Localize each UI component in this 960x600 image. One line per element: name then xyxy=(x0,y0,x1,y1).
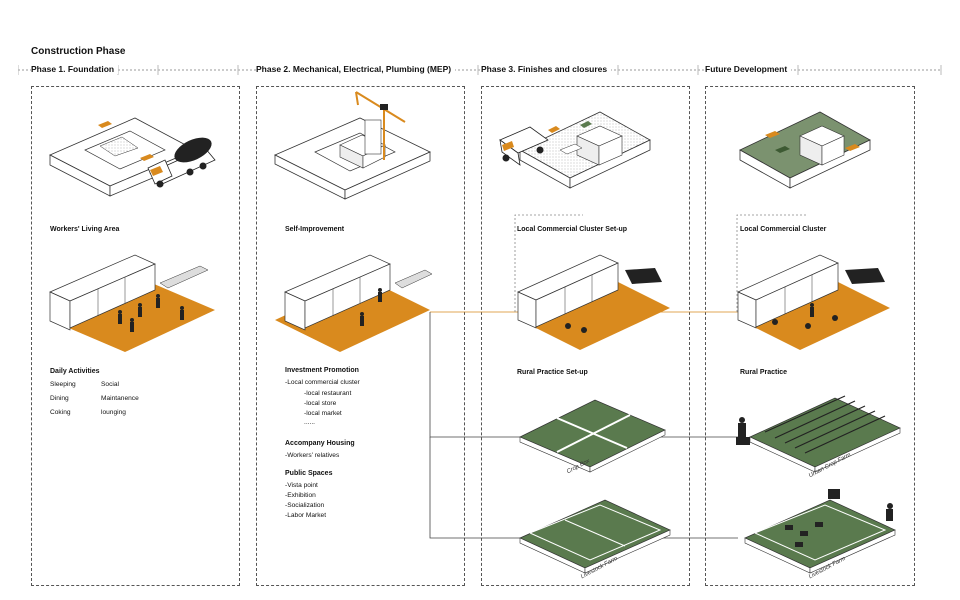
future-platform xyxy=(739,111,871,189)
crop-box-farm xyxy=(519,399,666,473)
public-item-1: -Vista point xyxy=(285,482,318,489)
investment-item-1: -local restaurant xyxy=(304,390,352,397)
public-item-4: -Labor Market xyxy=(285,512,327,519)
public-spaces-heading: Public Spaces xyxy=(285,470,333,477)
commercial-cluster-module xyxy=(737,254,890,350)
phase-2-column xyxy=(256,86,465,586)
commercial-setup-module xyxy=(517,254,670,350)
rural-practice-heading: Rural Practice xyxy=(740,369,788,376)
phase-1-label: Phase 1. Foundation xyxy=(31,64,119,74)
phase-1-column xyxy=(31,86,240,586)
rural-practice-setup-heading: Rural Practice Set-up xyxy=(517,369,588,376)
foundation-platform xyxy=(49,117,196,197)
tower-crane xyxy=(355,91,406,160)
page-title: Construction Phase xyxy=(31,46,126,57)
urban-crop-farm xyxy=(736,395,901,473)
housing-item-1: -Workers' relatives xyxy=(285,452,340,459)
daily-right-1: Social xyxy=(101,381,119,388)
self-improvement-module xyxy=(275,254,433,352)
concrete-truck xyxy=(147,137,216,188)
investment-item-4: ...... xyxy=(304,419,315,426)
daily-left-1: Sleeping xyxy=(50,381,76,388)
daily-right-3: lounging xyxy=(101,409,126,416)
future-development-label: Future Development xyxy=(705,64,792,74)
workers-living-area-heading: Workers' Living Area xyxy=(50,226,120,233)
self-improvement-heading: Self-Improvement xyxy=(285,226,345,233)
investment-item-3: -local market xyxy=(304,410,342,417)
phase-3-label: Phase 3. Finishes and closures xyxy=(481,64,612,74)
daily-right-2: Maintanence xyxy=(101,395,139,402)
public-item-3: -Socialization xyxy=(285,502,325,509)
public-item-2: -Exhibition xyxy=(285,492,316,499)
connector-lines xyxy=(429,214,808,539)
commercial-cluster-heading: Local Commercial Cluster xyxy=(740,226,827,233)
living-area-module xyxy=(49,254,215,352)
daily-left-2: Dining xyxy=(50,395,69,402)
phase-2-label: Phase 2. Mechanical, Electrical, Plumbin… xyxy=(256,64,456,74)
investment-item-2: -local store xyxy=(304,400,337,407)
daily-left-3: Coking xyxy=(50,409,71,416)
investment-lead: -Local commercial cluster xyxy=(285,379,360,386)
livestock-farm xyxy=(519,499,671,574)
future-column xyxy=(705,86,915,586)
dump-truck xyxy=(499,126,549,166)
investment-heading: Investment Promotion xyxy=(285,367,359,374)
livestock-farm-future xyxy=(744,489,896,574)
finishes-platform xyxy=(519,111,651,189)
commercial-setup-heading: Local Commercial Cluster Set-up xyxy=(517,226,628,233)
mep-platform xyxy=(274,117,431,200)
phase-3-column xyxy=(481,86,690,586)
housing-heading: Accompany Housing xyxy=(285,440,355,447)
daily-activities-heading: Daily Activities xyxy=(50,368,100,375)
